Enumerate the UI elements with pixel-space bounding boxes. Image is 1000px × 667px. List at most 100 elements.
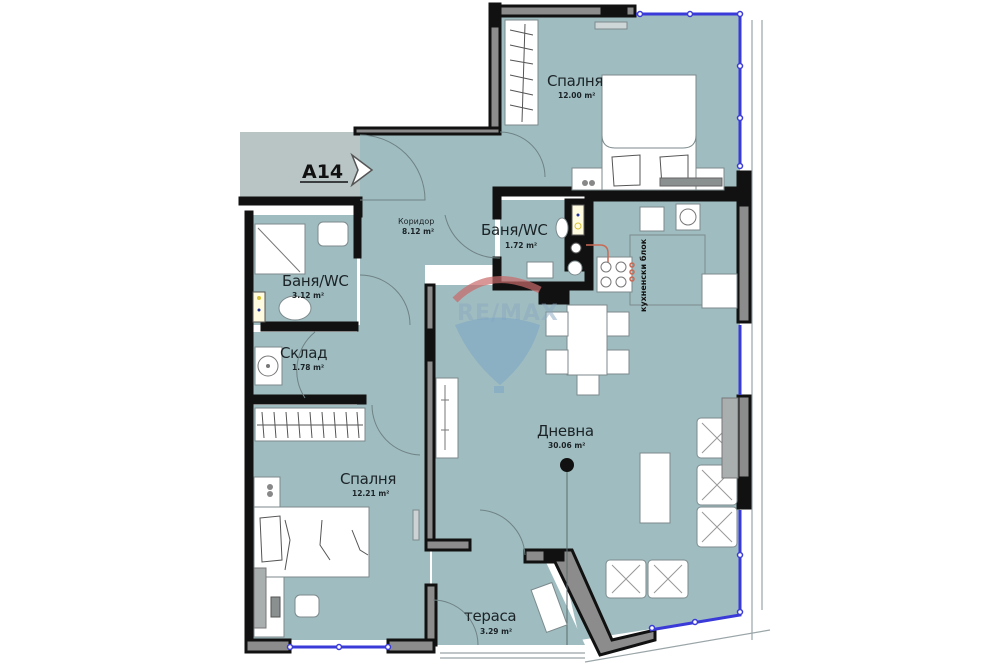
radiator-desk (253, 567, 267, 629)
svg-text:1.78 m²: 1.78 m² (292, 363, 324, 372)
terrace-bench (530, 581, 568, 634)
fridge (701, 273, 738, 309)
wall-right-upper-black (737, 173, 751, 207)
balloon-icon (455, 317, 540, 385)
chair-bedroom2 (294, 594, 320, 618)
wall-bath-large-left (244, 210, 254, 644)
floor-living (432, 200, 740, 640)
sofa-bottom (605, 559, 689, 599)
room-labels: Спалня 12.00 m² Коридор 8.12 m² Баня/WC … (280, 72, 648, 636)
dining-chair-4 (606, 349, 630, 375)
furniture (252, 19, 739, 638)
radiator-bedroom2-side (412, 509, 420, 541)
wall-bath-large-right (353, 210, 362, 259)
room-label-storage: Склад 1.78 m² (280, 344, 327, 372)
remax-watermark: RE/MAX (452, 276, 558, 393)
room-label-corridor: Коридор 8.12 m² (398, 217, 434, 236)
radiator-bedroom1 (659, 177, 723, 187)
room-label-bedroom-2: Спалня 12.21 m² (340, 470, 396, 498)
wall-bath-small-left-top (492, 186, 502, 220)
cooktop (596, 256, 633, 293)
coffee-table (639, 452, 671, 524)
walls (238, 2, 752, 657)
wall-terrace-angled (523, 548, 657, 657)
wall-shaft-stub (538, 287, 570, 305)
balcony-outline (440, 20, 771, 663)
svg-text:Спалня: Спалня (547, 72, 603, 90)
svg-text:Баня/WC: Баня/WC (481, 221, 548, 239)
windows (286, 10, 744, 651)
unit-label: A14 (302, 161, 343, 183)
wall-bedroom2-bottom-left (244, 638, 292, 654)
dining-chair-2 (545, 349, 569, 375)
wall-storage-bottom (250, 394, 367, 405)
door-bathroom-large (359, 274, 411, 326)
wall-bedroom1-top-black (600, 6, 628, 17)
floor-hall-strip (357, 325, 432, 525)
svg-text:1.72 m²: 1.72 m² (505, 241, 537, 250)
boiler-large-bath (252, 291, 266, 323)
wall-terrace-black (543, 550, 565, 562)
radiator-living (721, 397, 739, 479)
wall-right-lower-black (737, 476, 751, 508)
wall-kitchen-bottom (588, 193, 742, 202)
room-label-terrace: тераса 3.29 m² (464, 607, 517, 636)
gas-pipes (586, 244, 635, 282)
svg-text:12.00 m²: 12.00 m² (558, 91, 595, 100)
svg-text:3.29 m²: 3.29 m² (480, 627, 512, 636)
svg-text:30.06 m²: 30.06 m² (548, 441, 585, 450)
wall-right-upper (736, 170, 752, 324)
toilet-large-bath (278, 295, 312, 321)
door-terrace-2 (432, 599, 479, 646)
shower (254, 223, 306, 275)
nightstand-left (571, 167, 603, 191)
shower-head-small (555, 217, 569, 239)
wardrobe-bedroom1 (504, 19, 539, 126)
entrance-arrow-icon (350, 152, 374, 188)
wall-terrace-left-top (424, 538, 472, 552)
wall-terrace-left (424, 583, 438, 647)
svg-text:8.12 m²: 8.12 m² (402, 227, 434, 236)
kitchen-block-label: кухненски блок (638, 238, 648, 312)
toilet-small-bath (567, 260, 583, 276)
svg-text:3.12 m²: 3.12 m² (292, 291, 324, 300)
nightstand-bedroom2 (253, 476, 281, 508)
wall-divider-black (424, 328, 436, 362)
monitor (270, 596, 281, 618)
pillow-bedroom2 (259, 515, 283, 563)
dining-chair-5 (576, 374, 600, 396)
svg-text:Спалня: Спалня (340, 470, 396, 488)
svg-text:Склад: Склад (280, 344, 327, 362)
radiator-hall (435, 377, 459, 459)
radiator-top (594, 21, 628, 30)
wall-bath-large-bottom-black (260, 321, 286, 332)
floor-corridor (360, 132, 500, 325)
wall-entrance-bottom (238, 196, 362, 206)
door-entrance (359, 134, 426, 201)
door-terrace (479, 509, 526, 556)
wall-divider-vertical (424, 283, 436, 547)
svg-text:Дневна: Дневна (537, 422, 594, 440)
dining-table (566, 304, 608, 376)
wall-corridor-top (353, 126, 502, 136)
wall-bedroom1-left-black (489, 2, 501, 28)
svg-text:тераса: тераса (464, 607, 516, 625)
svg-text:Коридор: Коридор (398, 217, 434, 226)
room-label-living: Дневна 30.06 m² (537, 422, 594, 450)
dining-chair-1 (545, 311, 569, 337)
entrance-landing (240, 132, 360, 200)
door-bedroom2 (371, 404, 421, 456)
door-bedroom1 (499, 131, 546, 178)
washbasin-large-bath (317, 221, 349, 247)
svg-text:Баня/WC: Баня/WC (282, 272, 349, 290)
room-label-bathroom-large: Баня/WC 3.12 m² (282, 272, 349, 300)
dining-chair-3 (606, 311, 630, 337)
doors (296, 131, 568, 646)
unit-marker: A14 (300, 152, 374, 188)
wall-bedroom2-bottom-right (386, 638, 436, 654)
column (560, 458, 574, 472)
door-storage (296, 331, 316, 399)
washbasin-small-bath (526, 261, 554, 279)
room-label-bathroom-small: Баня/WC 1.72 m² (481, 221, 548, 250)
